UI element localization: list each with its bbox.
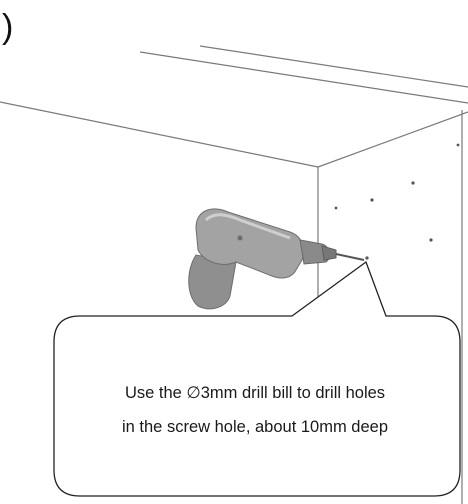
screw-holes bbox=[334, 143, 460, 260]
instruction-line-1: Use the ∅3mm drill bill to drill holes bbox=[124, 384, 386, 402]
instruction-text: Use the ∅3mm drill bill to drill holes i… bbox=[60, 376, 450, 444]
instruction-line-2: in the screw hole, about 10mm deep bbox=[122, 418, 388, 436]
cabinet-outline bbox=[0, 45, 468, 504]
step-marker: ) bbox=[2, 8, 13, 46]
drill-icon bbox=[188, 208, 365, 310]
callout-bubble bbox=[53, 260, 461, 497]
